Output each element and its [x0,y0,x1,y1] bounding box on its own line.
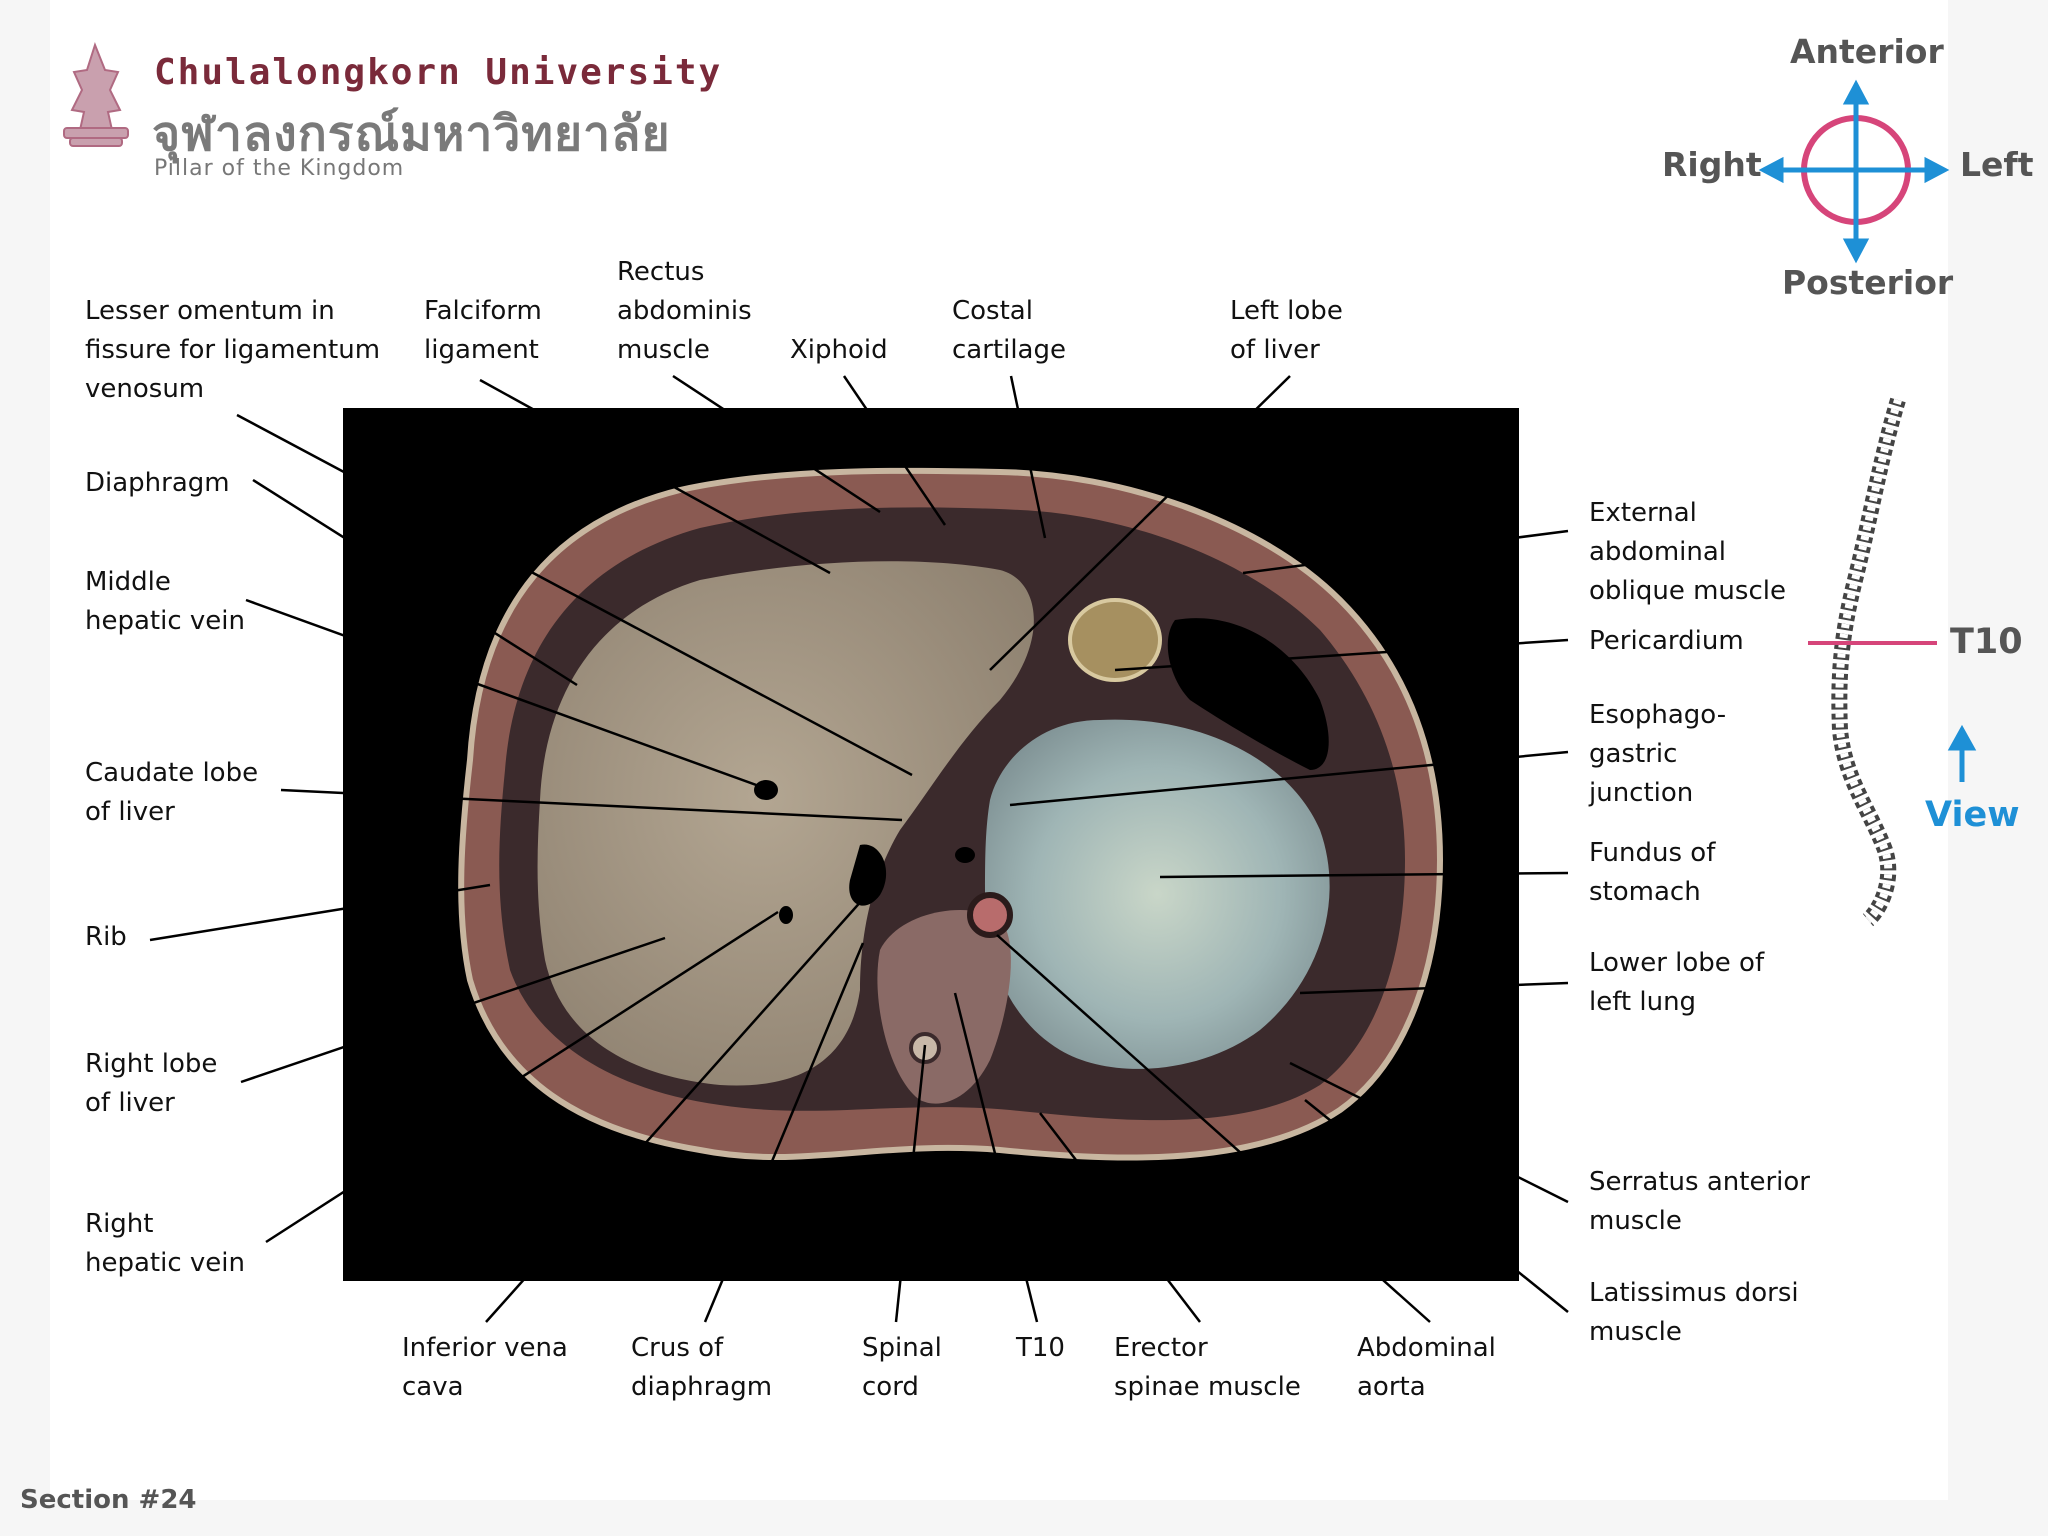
left-label: Left [1960,145,2034,184]
label-diaphragm: Diaphragm [85,468,230,498]
leader-lines [149,374,1569,1323]
section-number: Section #24 [20,1485,197,1515]
esophagus-lumen [955,847,975,863]
university-name-thai: จุฬาลงกรณ์มหาวิทยาลัย [152,106,671,162]
ivc-shape [849,844,887,906]
liver [537,561,1034,1086]
aorta-shape [967,892,1013,938]
middle-hepatic-vein-shape [754,780,778,800]
pericardium-shape [1068,598,1162,682]
spine-illustration [1808,397,1977,927]
label-pericardium: Pericardium [1589,626,1744,656]
orientation-compass [1758,79,1950,264]
left-lung-space [1167,618,1329,770]
university-motto: Pillar of the Kingdom [154,156,405,181]
stomach [985,719,1330,1069]
posterior-label: Posterior [1782,263,1954,302]
view-label: View [1925,795,2020,835]
spine-level-label: T10 [1950,622,2023,662]
right-hepatic-vein-shape [779,906,793,924]
label-xiphoid: Xiphoid [790,335,888,365]
label-rib: Rib [85,922,127,952]
anterior-label: Anterior [1790,32,1944,71]
university-name-english: Chulalongkorn University [154,52,723,93]
label-t10: T10 [1016,1333,1065,1363]
right-label: Right [1662,145,1762,184]
